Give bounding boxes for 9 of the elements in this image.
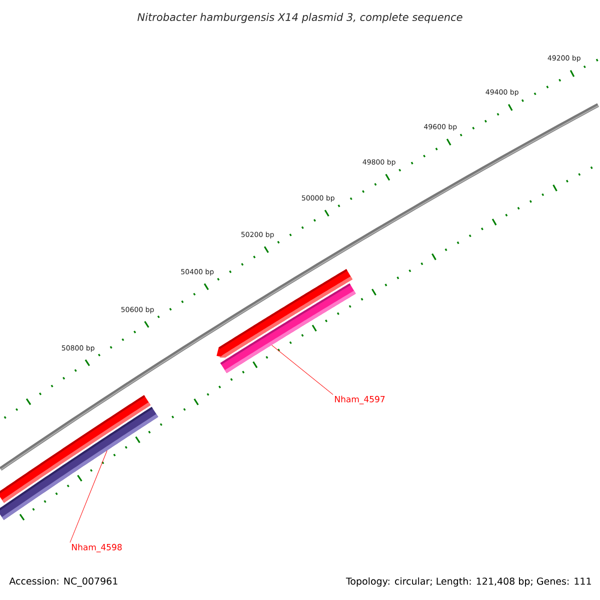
gene-label: Nham_4598 (72, 544, 122, 552)
leader-line (272, 344, 334, 395)
gene-bar (220, 283, 356, 374)
gene-bar (0, 406, 158, 520)
title: Nitrobacter hamburgensis X14 plasmid 3, complete sequence (138, 12, 462, 24)
footer-text: Topology: circular; Length: 121,408 bp; Genes: 111 (346, 577, 591, 587)
leader-line (70, 450, 108, 543)
gene-label: Nham_4597 (335, 396, 385, 404)
footer-text: Accession: NC_007961 (9, 577, 118, 587)
